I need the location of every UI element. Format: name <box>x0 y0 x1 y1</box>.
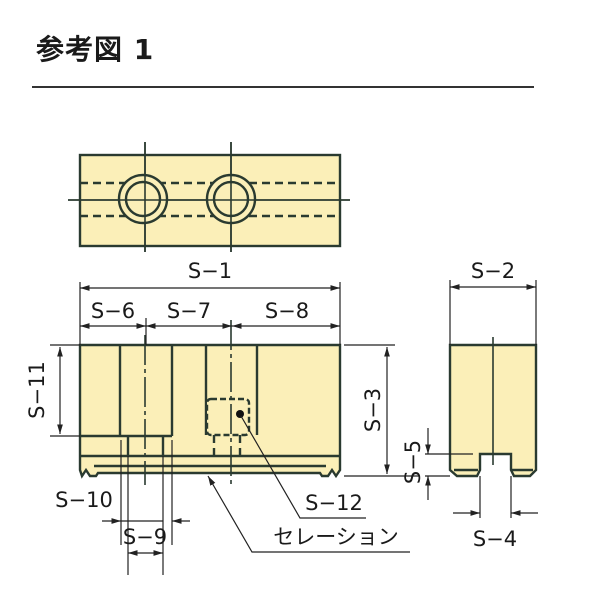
dim-label-s9: S−9 <box>123 525 167 549</box>
dim-label-s12: S−12 <box>305 491 363 515</box>
dim-label-s6: S−6 <box>91 299 135 323</box>
bolt-hole-1 <box>117 173 169 225</box>
dim-label-s11: S−11 <box>25 361 49 419</box>
dim-label-s10: S−10 <box>55 488 113 512</box>
dim-label-s5: S−5 <box>401 440 425 484</box>
top-view <box>68 142 350 252</box>
dim-label-s2: S−2 <box>471 259 515 283</box>
side-view <box>448 337 538 478</box>
dimension-lines <box>50 280 538 575</box>
front-view <box>78 320 342 485</box>
dim-label-s8: S−8 <box>265 299 309 323</box>
set-screw-icon <box>236 410 244 418</box>
dim-label-s7: S−7 <box>167 299 211 323</box>
page-title: 参考図 1 <box>36 33 155 66</box>
dim-label-s1: S−1 <box>188 259 232 283</box>
dim-label-s3: S−3 <box>361 388 385 432</box>
dim-label-s4: S−4 <box>473 527 517 551</box>
title-divider <box>32 86 534 88</box>
serration-label: セレーション <box>273 525 399 549</box>
